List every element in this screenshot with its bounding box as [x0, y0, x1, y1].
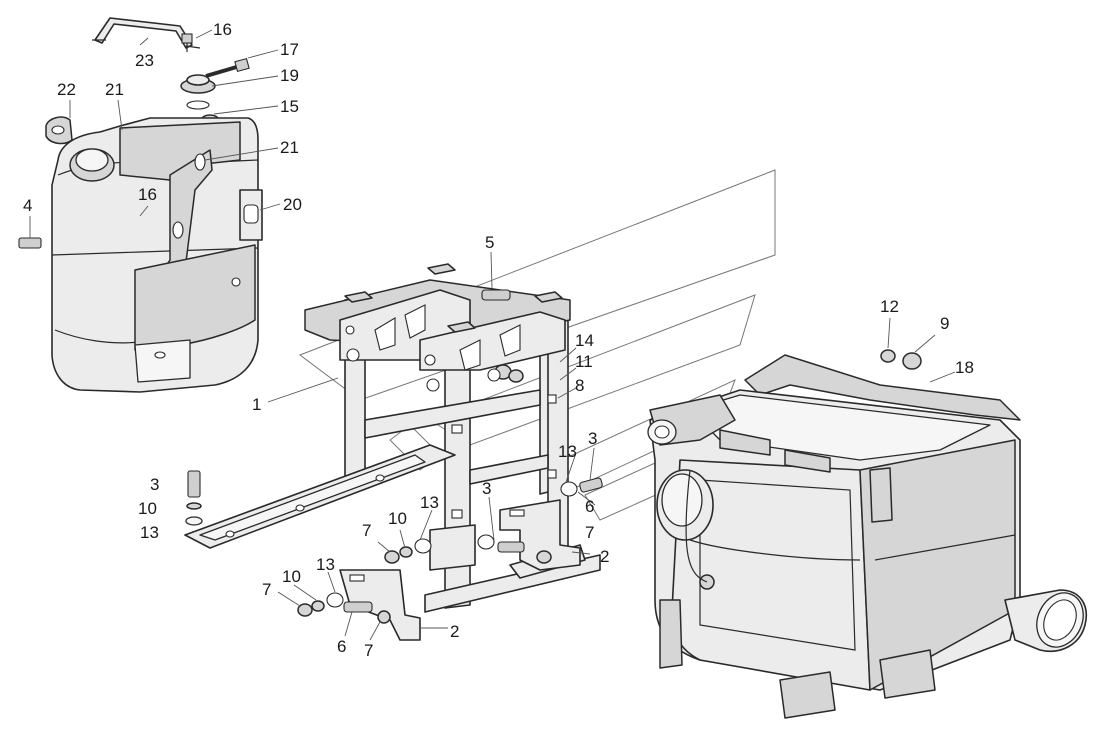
bolt-16-top [181, 33, 193, 52]
fasteners-upper-chain [384, 534, 552, 564]
callout-3: 3 [150, 475, 159, 494]
callout-17: 17 [280, 40, 299, 59]
callout-2: 2 [450, 622, 459, 641]
callout-10: 10 [282, 567, 301, 586]
callout-15: 15 [280, 97, 299, 116]
callout-10: 10 [388, 509, 407, 528]
bolt-17 [205, 57, 250, 78]
leader-lines [29, 29, 956, 641]
callout-13: 13 [420, 493, 439, 512]
callout-18: 18 [955, 358, 974, 377]
callout-19: 19 [280, 66, 299, 85]
callout-5: 5 [485, 233, 494, 252]
clamp-strap-23 [92, 17, 201, 49]
aftertreatment-unit [647, 354, 1087, 719]
callout-7: 7 [362, 521, 371, 540]
callout-13: 13 [316, 555, 335, 574]
callout-10: 10 [138, 499, 157, 518]
callout-6: 6 [585, 497, 594, 516]
callout-4: 4 [23, 196, 32, 215]
filler-cap-19 [180, 74, 216, 110]
callout-6: 6 [337, 637, 346, 656]
bolt-4 [18, 237, 42, 249]
callout-2: 2 [600, 547, 609, 566]
callout-3: 3 [588, 429, 597, 448]
fasteners-lower-chain [297, 592, 391, 624]
bracket-plate-center [429, 524, 476, 571]
bolt-5 [481, 289, 511, 301]
callout-16: 16 [213, 20, 232, 39]
fasteners-right-chain [560, 477, 603, 497]
callout-1: 1 [252, 395, 261, 414]
callout-12: 12 [880, 297, 899, 316]
support-plate [184, 444, 456, 549]
callout-9: 9 [940, 314, 949, 333]
callout-23: 23 [135, 51, 154, 70]
reagent-tank [51, 117, 263, 393]
callout-7: 7 [364, 641, 373, 660]
callout-7: 7 [262, 580, 271, 599]
callout-16: 16 [138, 185, 157, 204]
callout-11: 11 [575, 352, 593, 371]
callout-20: 20 [283, 195, 302, 214]
callout-21: 21 [280, 138, 299, 157]
callout-labels: 16 23 17 19 22 21 15 21 16 20 4 5 12 9 1… [23, 20, 974, 660]
cap-22 [45, 116, 73, 145]
bolt-3-left [185, 470, 203, 526]
callout-13: 13 [140, 523, 159, 542]
callout-8: 8 [575, 376, 584, 395]
callout-22: 22 [57, 80, 76, 99]
callout-14: 14 [575, 331, 594, 350]
nut-12 [880, 349, 896, 363]
nut-9 [902, 352, 922, 370]
callout-7: 7 [585, 523, 594, 542]
fasteners-11-14 [487, 364, 524, 383]
callout-21: 21 [105, 80, 124, 99]
callout-13: 13 [558, 442, 577, 461]
callout-3: 3 [482, 479, 491, 498]
